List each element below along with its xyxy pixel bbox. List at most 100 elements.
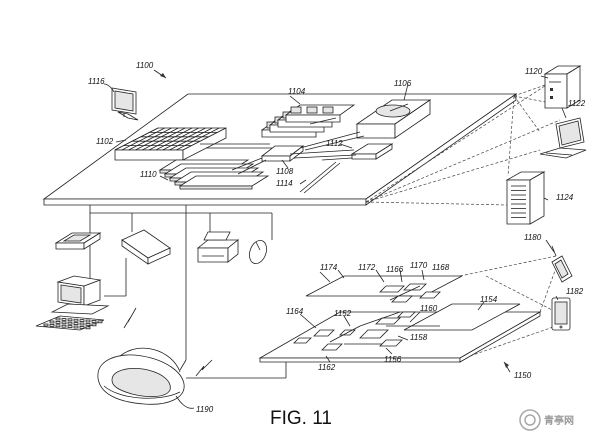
server-icon — [543, 65, 582, 109]
expansion-slot — [178, 175, 270, 187]
processor-chip — [114, 127, 227, 161]
memory-chip — [290, 106, 302, 114]
keyboard-key — [85, 319, 91, 323]
phone-icon — [551, 245, 573, 283]
ref-1108: 1108 — [276, 167, 294, 176]
keyboard-key — [85, 326, 91, 330]
expansion-slot — [179, 185, 253, 190]
memory-chip — [322, 106, 334, 114]
storage-drive — [355, 99, 432, 139]
chip-1112 — [350, 143, 394, 160]
modem-icon — [121, 229, 171, 265]
processor-pin-line — [128, 127, 172, 151]
keyboard-key — [79, 319, 85, 323]
ref-1160: 1160 — [420, 304, 438, 313]
ref-1164: 1164 — [286, 307, 304, 316]
keyboard-key — [55, 324, 61, 328]
keyboard-key — [61, 317, 67, 321]
watermark: 青亭网 — [519, 409, 574, 431]
component-chip — [419, 291, 441, 299]
ref-1124: 1124 — [556, 193, 574, 202]
ref-1104: 1104 — [288, 87, 306, 96]
ref-1182: 1182 — [566, 287, 584, 296]
watermark-text: 青亭网 — [544, 414, 574, 427]
component-chip — [375, 317, 401, 325]
keyboard-key — [73, 325, 79, 329]
ref-1174: 1174 — [320, 263, 338, 272]
ref-1112: 1112 — [326, 139, 343, 148]
processor-pin-line — [142, 127, 186, 151]
ref-1114: 1114 — [276, 179, 293, 188]
memory-module — [285, 114, 341, 123]
rack-icon — [505, 171, 546, 225]
ref-1152: 1152 — [334, 309, 352, 318]
keyboard-key — [79, 325, 85, 329]
ref-1120: 1120 — [525, 67, 543, 76]
keyboard-key — [73, 322, 79, 326]
processor-pin-line — [176, 127, 220, 151]
component-chip — [379, 285, 405, 293]
keyboard-key — [67, 325, 73, 329]
printer-icon — [196, 231, 240, 263]
keyboard-key — [55, 317, 61, 321]
processor-pin-line — [121, 127, 165, 151]
keyboard-key — [73, 318, 79, 322]
keyboard-key — [49, 323, 55, 327]
ref-1100: 1100 — [136, 61, 154, 70]
keyboard-key — [91, 319, 97, 323]
ref-1102: 1102 — [96, 137, 114, 146]
ref-1154: 1154 — [480, 295, 498, 304]
ref-1170: 1170 — [410, 261, 428, 270]
secondary-components — [293, 283, 441, 351]
processor-pin-line — [155, 127, 199, 151]
board-traces — [200, 117, 365, 194]
ref-1162: 1162 — [318, 363, 336, 372]
ref-1150: 1150 — [514, 371, 532, 380]
network-links — [365, 83, 561, 357]
ref-1116: 1116 — [88, 77, 105, 86]
mouse-icon — [249, 239, 267, 265]
keyboard-key — [79, 322, 85, 326]
peripheral-bus — [89, 205, 287, 379]
desktop-computer-icon — [35, 275, 110, 331]
watermark-logo-icon — [519, 409, 541, 431]
processor-pin-line — [114, 127, 159, 151]
monitor-icon — [111, 87, 139, 121]
laptop-icon — [539, 117, 587, 159]
keyboard-key — [67, 321, 73, 325]
component-chip — [313, 329, 335, 337]
wireless-signal — [123, 307, 213, 377]
keyboard-key — [49, 320, 55, 324]
keyboard-key — [97, 320, 103, 324]
ref-1180: 1180 — [524, 233, 542, 242]
processor-pin-line — [162, 127, 206, 151]
ref-1106: 1106 — [394, 79, 412, 88]
component-chip — [397, 311, 416, 318]
scanner-icon — [54, 232, 102, 250]
processor-pin-line — [135, 127, 179, 151]
memory-chip — [306, 106, 318, 114]
keyboard-key — [91, 323, 97, 327]
vr-headset-icon — [97, 347, 185, 405]
component-chip — [403, 283, 427, 291]
keyboard-key — [55, 320, 61, 324]
ref-1190: 1190 — [196, 405, 214, 414]
ref-1168: 1168 — [432, 263, 450, 272]
leader-lines — [103, 69, 567, 409]
figure-caption: FIG. 11 — [270, 408, 332, 429]
ref-1122: 1122 — [568, 99, 586, 108]
processor-pin-line — [169, 127, 213, 151]
watermark-logo-inner-icon — [524, 414, 536, 426]
ref-1172: 1172 — [358, 263, 376, 272]
chip-1108 — [260, 145, 305, 162]
memory-modules — [260, 104, 356, 138]
ref-1158: 1158 — [410, 333, 428, 342]
keyboard-key — [61, 321, 67, 325]
expansion-slots — [158, 159, 270, 190]
component-chip — [359, 329, 389, 339]
component-chip — [293, 337, 312, 344]
keyboard-key — [67, 318, 73, 322]
component-chip — [321, 343, 343, 351]
reference-labels: 1100 1116 1104 1106 1120 1122 1102 1112 … — [88, 61, 586, 414]
